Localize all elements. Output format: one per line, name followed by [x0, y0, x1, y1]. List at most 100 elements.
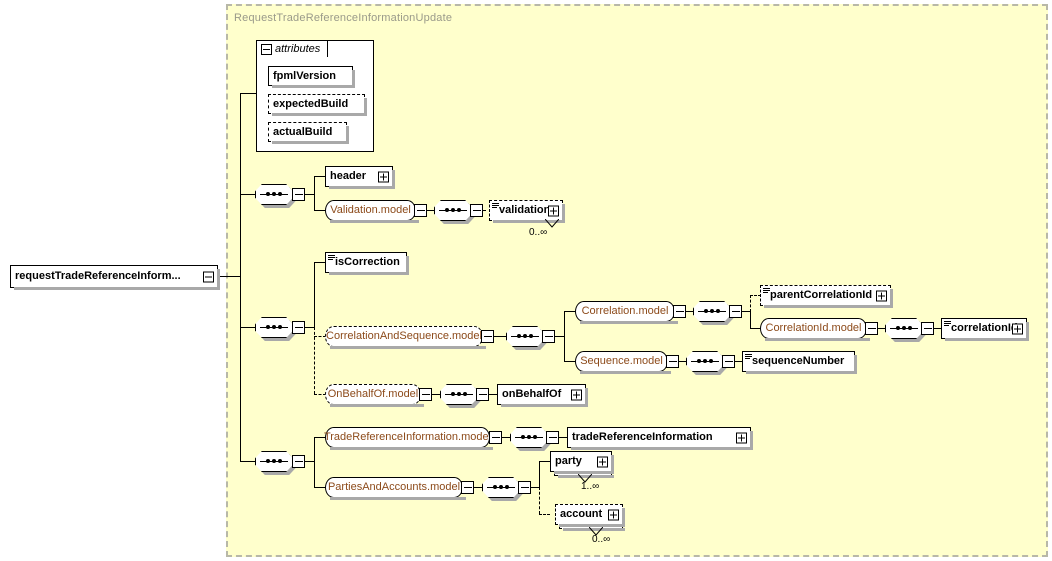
connector-corrseq-to-parentcorrelationid [750, 295, 761, 296]
element-onbehalfof[interactable]: onBehalfOf [497, 384, 588, 407]
sequence-validation-expander[interactable] [470, 204, 483, 217]
element-parentcorrelationid[interactable]: parentCorrelationId [760, 285, 893, 308]
attribute-actualbuild[interactable]: actualBuild [268, 122, 349, 144]
sequence-cas-expander[interactable] [542, 330, 555, 343]
modelgroup-sequence-expander[interactable] [666, 355, 679, 368]
sequence-correlationid-expander[interactable] [921, 322, 934, 335]
element-onbehalfof-expand-icon[interactable] [571, 389, 582, 400]
element-party-expand-icon[interactable] [597, 456, 608, 467]
modelgroup-correlationandsequence[interactable]: CorrelationAndSequence.model [325, 326, 486, 349]
sequence-1-expander[interactable] [292, 188, 305, 201]
modelgroup-tradereferenceinformation[interactable]: TradeReferenceInformation.model [324, 427, 493, 450]
sequence-connector-3[interactable] [255, 451, 296, 475]
attributes-tab[interactable]: attributes [256, 40, 328, 57]
element-party[interactable]: party [550, 451, 614, 474]
element-correlationid-expand-icon[interactable] [1012, 323, 1023, 334]
sequence-connector-2[interactable] [255, 317, 296, 341]
attribute-expectedbuild-label: expectedBuild [273, 97, 349, 110]
connector-seq1-vertical [314, 176, 315, 211]
sequence-connector-correlation[interactable] [693, 301, 734, 325]
element-iscorrection[interactable]: isCorrection [325, 252, 409, 275]
modelgroup-sequence[interactable]: Sequence.model [575, 351, 671, 374]
root-expander-icon[interactable] [203, 271, 214, 282]
connector-seq2-to-iscorrection [314, 262, 326, 263]
connector-correlationmodel-to-seq [686, 311, 694, 312]
sequence-connector-cas[interactable] [506, 326, 547, 350]
element-party-label: party [555, 455, 582, 467]
modelgroup-onbehalfof-expander[interactable] [419, 388, 432, 401]
sequence-connector-validation[interactable] [434, 200, 475, 224]
sequence-onbehalfof-expander[interactable] [476, 388, 489, 401]
connector-seq3-vertical [314, 437, 315, 487]
attribute-expectedbuild[interactable]: expectedBuild [268, 94, 367, 116]
modelgroup-partiesandaccounts[interactable]: PartiesAndAccounts.model [325, 477, 466, 500]
connector-seq2-vertical-dashed [314, 327, 315, 394]
modelgroup-correlation-expander[interactable] [673, 305, 686, 318]
sequence-connector-correlationid[interactable] [885, 318, 926, 342]
modelgroup-validation[interactable]: Validation.model [325, 200, 419, 223]
element-header-label: header [330, 170, 367, 182]
root-element-box[interactable]: requestTradeReferenceInform... [10, 265, 220, 290]
element-sequencenumber[interactable]: sequenceNumber [742, 351, 857, 374]
sequence-sequencemodel-expander[interactable] [722, 355, 735, 368]
element-correlationid[interactable]: correlationId [941, 318, 1029, 341]
connector-trunk-to-sequence-1 [240, 194, 255, 195]
element-validation-expand-icon[interactable] [548, 205, 559, 216]
modelgroup-validation-label: Validation.model [330, 204, 411, 216]
sequence-tradereference-expander[interactable] [546, 431, 559, 444]
connector-paa-vertical-solid [539, 461, 540, 488]
element-iscorrection-label: isCorrection [335, 256, 400, 268]
connector-seq3-to-partiesandaccounts [314, 487, 326, 488]
modelgroup-partiesandaccounts-expander[interactable] [461, 481, 474, 494]
modelgroup-correlationid-expander[interactable] [865, 322, 878, 335]
element-onbehalfof-label: onBehalfOf [502, 388, 562, 400]
validation-occurs-hook [545, 219, 559, 228]
element-parentcorrelationid-expand-icon[interactable] [876, 290, 887, 301]
modelgroup-tradereferenceinformation-expander[interactable] [489, 431, 502, 444]
connector-seq2-to-correlationandsequence [314, 336, 326, 337]
type-glyph-icon [763, 288, 770, 294]
element-account-expand-icon[interactable] [608, 509, 619, 520]
panel-title: RequestTradeReferenceInformationUpdate [234, 12, 453, 24]
sequence-connector-1[interactable] [255, 184, 296, 208]
attribute-actualbuild-label: actualBuild [273, 125, 333, 138]
connector-trunk-to-sequence-2 [240, 327, 255, 328]
sequence-connector-sequencemodel[interactable] [686, 351, 727, 375]
attribute-fpmlversion-label: fpmlVersion [273, 69, 336, 82]
element-validation[interactable]: validation [489, 200, 565, 223]
sequence-3-expander[interactable] [292, 455, 305, 468]
element-account[interactable]: account [555, 504, 625, 527]
modelgroup-correlationid[interactable]: CorrelationId.model [760, 318, 870, 341]
modelgroup-onbehalfof[interactable]: OnBehalfOf.model [325, 384, 424, 407]
element-account-label: account [560, 508, 603, 520]
element-tradereferenceinformation-expand-icon[interactable] [736, 432, 747, 443]
sequence-connector-partiesandaccounts[interactable] [482, 477, 523, 501]
sequence-correlation-expander[interactable] [729, 305, 742, 318]
element-header[interactable]: header [325, 166, 395, 189]
connector-trunk-to-sequence-3 [240, 461, 255, 462]
connector-seq-to-validation [483, 210, 492, 211]
modelgroup-validation-expander[interactable] [414, 204, 427, 217]
attribute-fpmlversion[interactable]: fpmlVersion [268, 66, 355, 88]
sequence-connector-onbehalfof[interactable] [440, 384, 481, 408]
modelgroup-correlation[interactable]: Correlation.model [575, 301, 678, 324]
connector-seq-to-sequencenumber [735, 361, 743, 362]
connector-sequencemodel-to-seq [679, 361, 687, 362]
modelgroup-correlationandsequence-expander[interactable] [481, 330, 494, 343]
attributes-collapse-icon[interactable] [261, 43, 272, 55]
element-account-occurs: 0..∞ [592, 534, 611, 545]
element-tradereferenceinformation[interactable]: tradeReferenceInformation [567, 427, 753, 450]
connector-cas-to-sequencemodel [564, 361, 576, 362]
connector-paa-to-party [539, 461, 550, 462]
connector-correlationidmodel-to-seq [878, 328, 886, 329]
connector-cas-to-seq [494, 336, 507, 337]
element-header-expand-icon[interactable] [378, 171, 389, 182]
sequence-2-expander[interactable] [292, 321, 305, 334]
modelgroup-onbehalfof-label: OnBehalfOf.model [327, 388, 419, 400]
element-party-occurs: 1..∞ [581, 481, 600, 492]
sequence-partiesandaccounts-expander[interactable] [518, 481, 531, 494]
connector-seq2-vertical-solid [314, 262, 315, 328]
sequence-connector-tradereference[interactable] [510, 427, 551, 451]
connector-paaseq-out [531, 487, 540, 488]
